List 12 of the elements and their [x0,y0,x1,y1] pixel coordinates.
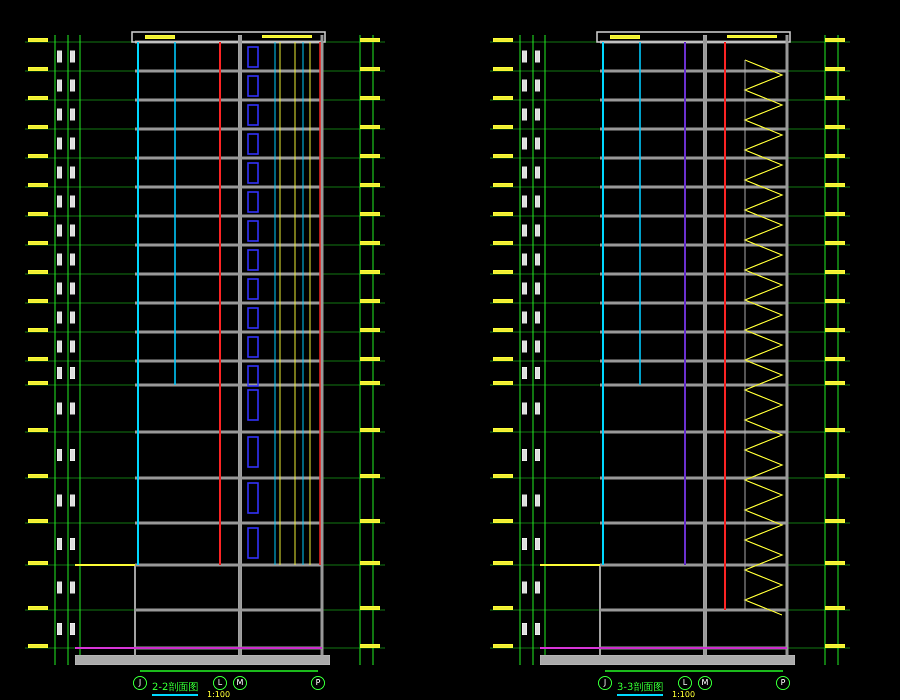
section-title: 2-2剖面图 [152,682,198,696]
axis-bubble: M [698,676,712,690]
axis-bubble: J [133,676,147,690]
axis-bubble: L [678,676,692,690]
scale-label: 1:100 [207,690,230,699]
section-title: 3-3剖面图 [617,682,664,696]
axis-bubble: P [311,676,325,690]
axis-bubble: L [213,676,227,690]
axis-bubble: M [233,676,247,690]
axis-bubble: J [598,676,612,690]
axis-bubble: P [776,676,790,690]
scale-label: 1:100 [672,690,696,699]
